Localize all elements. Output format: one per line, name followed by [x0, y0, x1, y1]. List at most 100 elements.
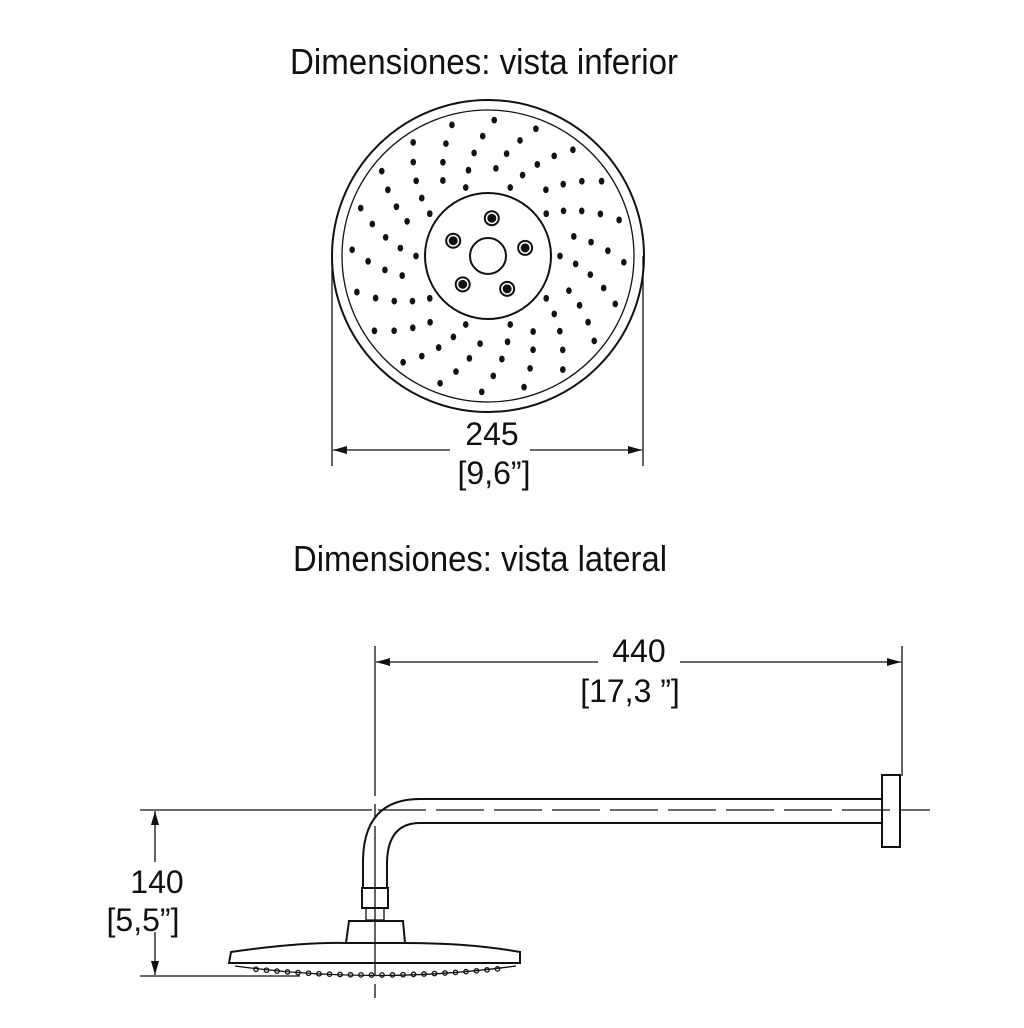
spray-jet — [551, 310, 558, 318]
center-hole — [469, 237, 507, 275]
spray-jet — [413, 252, 419, 260]
spray-jet — [543, 210, 550, 218]
side-jet — [305, 970, 312, 977]
spray-jet — [534, 161, 541, 168]
spray-jet — [426, 210, 433, 218]
side-jet — [347, 971, 354, 978]
bottom-view-title: Dimensiones: vista inferior — [290, 41, 678, 82]
side-jet — [337, 971, 343, 978]
spray-jet — [419, 352, 425, 360]
spray-jet — [507, 184, 514, 191]
height-mm-label: 140 — [130, 864, 183, 900]
hub-nozzle — [445, 232, 462, 249]
spray-jet — [533, 125, 539, 133]
spray-jet — [382, 233, 389, 241]
spray-jet — [462, 184, 469, 191]
spray-jet — [521, 383, 527, 391]
spray-jet — [478, 388, 485, 396]
side-jet — [484, 967, 490, 973]
spray-jet — [372, 294, 379, 302]
spray-jet — [557, 252, 563, 260]
spray-jet — [543, 186, 549, 194]
height-in-label: [5,5”] — [107, 902, 180, 938]
spray-jet — [399, 272, 406, 279]
hub-nozzles — [445, 210, 534, 297]
side-jet — [379, 972, 385, 978]
spray-jet — [519, 171, 526, 179]
arm-inner-edge — [386, 822, 882, 888]
reach-in-label: [17,3 ”] — [580, 673, 680, 709]
side-jet — [410, 971, 417, 978]
hub-nozzle — [499, 280, 516, 297]
side-view-title: Dimensiones: vista lateral — [293, 538, 667, 579]
spray-jet — [557, 327, 563, 335]
side-jet — [368, 972, 375, 978]
spray-jet — [466, 354, 473, 362]
shower-head-bottom-view — [331, 99, 645, 413]
spray-jet — [365, 257, 371, 265]
spray-jet — [587, 271, 594, 279]
head-jets — [253, 966, 501, 978]
spray-jet — [551, 152, 557, 160]
diameter-dimension: 245 [9,6”] — [331, 256, 644, 491]
side-jet — [358, 972, 364, 978]
spray-jet — [572, 260, 579, 268]
spray-jet — [426, 294, 433, 302]
reach-mm-label: 440 — [612, 633, 665, 669]
spray-jet — [559, 346, 566, 354]
spray-jet — [382, 266, 388, 274]
hub — [424, 192, 552, 320]
outer-rim — [331, 99, 645, 413]
spray-jet — [605, 247, 611, 255]
hub-nozzle — [458, 279, 468, 289]
hub-nozzle — [454, 276, 471, 293]
spray-jet — [435, 344, 442, 351]
spray-jet — [410, 139, 416, 146]
spray-jet — [385, 186, 391, 194]
spray-jet — [437, 379, 443, 387]
spray-jet — [560, 366, 566, 373]
spray-jet — [443, 140, 449, 148]
spray-jet — [453, 368, 459, 376]
spray-jets — [349, 116, 627, 396]
hub-nozzle — [517, 239, 534, 256]
spray-jet — [530, 346, 536, 354]
side-jet — [284, 969, 291, 975]
spray-jet — [357, 204, 364, 212]
spray-jet — [616, 216, 622, 224]
spray-jet — [527, 364, 533, 372]
spray-jet — [397, 244, 404, 252]
side-jet — [452, 969, 459, 976]
spray-jet — [477, 340, 483, 348]
spray-jet — [369, 220, 376, 228]
side-jet — [253, 966, 259, 973]
hub-nozzle — [487, 213, 497, 223]
spray-jet — [597, 210, 604, 218]
spray-jet — [440, 158, 446, 166]
head-body — [227, 941, 521, 964]
hub-nozzle — [502, 284, 512, 294]
spray-jet — [393, 203, 400, 211]
spray-jet — [354, 288, 360, 296]
spray-jet — [530, 328, 536, 335]
side-jet — [442, 970, 448, 976]
spray-jet — [465, 166, 472, 174]
spray-jet — [449, 121, 455, 129]
spray-jet — [507, 321, 514, 328]
spray-jet — [404, 217, 410, 225]
side-jet — [295, 969, 301, 976]
spray-jet — [440, 177, 446, 184]
spray-jet — [400, 358, 406, 366]
spray-jet — [579, 177, 585, 185]
side-jet — [473, 967, 480, 974]
hub-nozzle — [520, 243, 530, 253]
spray-jet — [503, 150, 510, 158]
spray-jet — [570, 233, 577, 240]
height-dimension: 140 [5,5”] — [107, 809, 372, 977]
side-jet — [263, 967, 270, 974]
spray-jet — [543, 294, 550, 302]
spray-jet — [479, 132, 486, 140]
spray-jet — [413, 177, 419, 185]
spray-jet — [598, 177, 605, 185]
